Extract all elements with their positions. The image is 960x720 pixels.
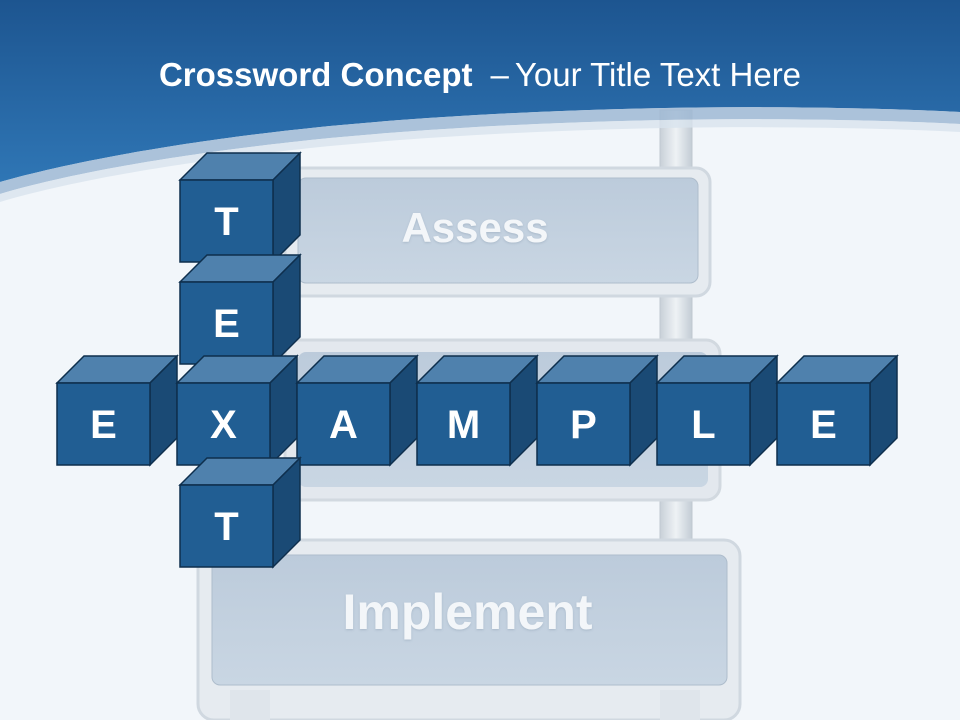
cube-vertical-2: E bbox=[178, 253, 302, 366]
sign-implement-label: Implement bbox=[342, 584, 593, 640]
cube-letter: E bbox=[90, 403, 117, 447]
sign-assess bbox=[283, 166, 712, 298]
cube-horizontal-2: X bbox=[175, 354, 299, 467]
slide-title: Crossword Concept–Your Title Text Here bbox=[0, 55, 960, 95]
cube-horizontal-6: L bbox=[655, 354, 779, 467]
cube-vertical-4: T bbox=[178, 456, 302, 569]
cube-letter: T bbox=[214, 505, 238, 549]
sign-implement bbox=[196, 538, 742, 720]
cube-horizontal-1: E bbox=[55, 354, 179, 467]
cube-horizontal-3: A bbox=[295, 354, 419, 467]
cube-letter: A bbox=[329, 403, 358, 447]
title-separator: – bbox=[490, 56, 509, 93]
sign-assess-label: Assess bbox=[401, 204, 549, 251]
cube-letter: L bbox=[691, 403, 715, 447]
cube-horizontal-7: E bbox=[775, 354, 899, 467]
cube-letter: E bbox=[810, 403, 837, 447]
cube-letter: M bbox=[447, 403, 480, 447]
cube-letter: X bbox=[210, 403, 237, 447]
title-rest-part: Your Title Text Here bbox=[514, 56, 802, 93]
cube-letter: T bbox=[214, 200, 238, 244]
cube-horizontal-4: M bbox=[415, 354, 539, 467]
title-bold-part: Crossword Concept bbox=[158, 56, 473, 93]
cube-letter: E bbox=[213, 302, 240, 346]
cube-vertical-1: T bbox=[178, 151, 302, 264]
cube-horizontal-5: P bbox=[535, 354, 659, 467]
header-banner bbox=[0, 0, 960, 182]
cube-letter: P bbox=[570, 403, 597, 447]
header-wave-highlight bbox=[0, 107, 960, 194]
